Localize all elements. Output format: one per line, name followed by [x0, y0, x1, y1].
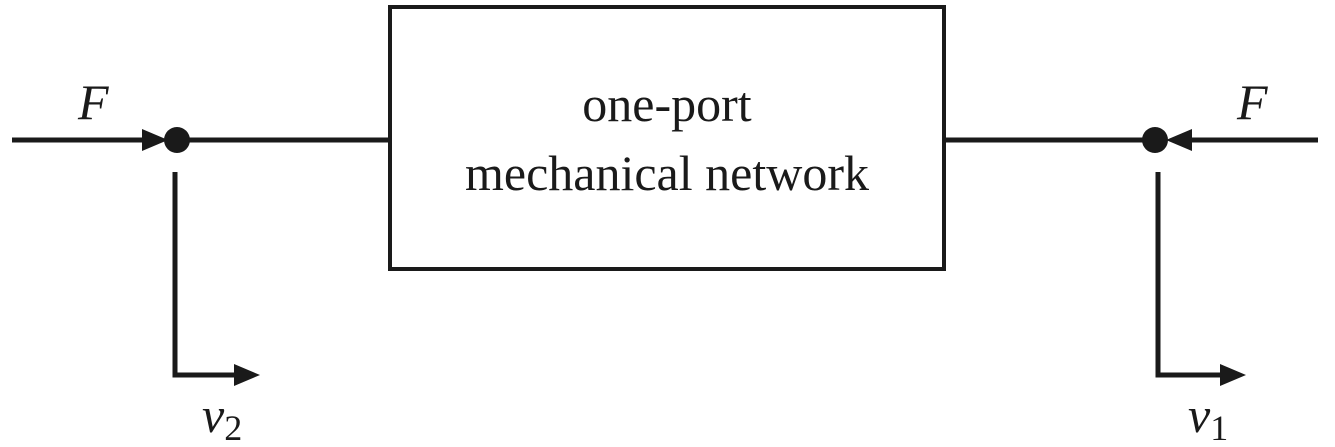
left-velocity-subscript: 2	[224, 408, 242, 447]
right-velocity-subscript: 1	[1210, 408, 1228, 447]
right-force-label: F	[1236, 74, 1268, 130]
right-velocity-arrow-line	[1155, 172, 1226, 378]
network-box	[388, 5, 946, 271]
left-velocity-arrowhead	[234, 364, 260, 386]
left-force-label: F	[77, 74, 109, 130]
left-velocity-arrow-line	[172, 172, 240, 378]
left-velocity-symbol: v	[202, 387, 225, 443]
right-force-arrowhead	[1166, 129, 1192, 151]
right-velocity-arrowhead	[1220, 364, 1246, 386]
right-velocity-symbol: v	[1188, 387, 1211, 443]
box-label-line2: mechanical network	[465, 145, 869, 201]
left-velocity-label: v2	[202, 387, 242, 447]
left-force-arrowhead	[142, 129, 168, 151]
box-label-line1: one-port	[582, 76, 751, 132]
right-node	[1142, 127, 1168, 153]
right-velocity-label: v1	[1188, 387, 1228, 447]
